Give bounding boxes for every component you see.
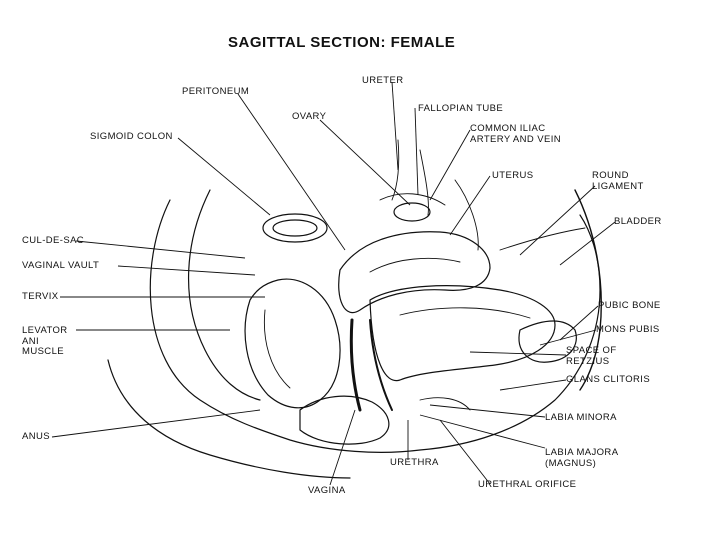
uterus-shape — [338, 231, 491, 314]
label-ovary: OVARY — [292, 111, 327, 122]
label-glans-clitoris: GLANS CLITORIS — [566, 374, 651, 385]
label-vaginal-vault: VAGINAL VAULT — [22, 260, 100, 271]
buttock-contour — [107, 359, 351, 479]
label-labia-majora: LABIA MAJORA (MAGNUS) — [545, 447, 619, 469]
abdominal-wall — [574, 189, 602, 391]
labia-shape — [299, 395, 390, 445]
ovary-shape — [393, 202, 431, 222]
label-common-iliac: COMMON ILIAC ARTERY AND VEIN — [470, 123, 562, 145]
label-space-of-retzius: SPACE OF RETZIUS — [566, 345, 617, 367]
diagram-title: SAGITTAL SECTION: FEMALE — [228, 34, 456, 51]
label-peritoneum: PERITONEUM — [182, 86, 250, 97]
label-fallopian-tube: FALLOPIAN TUBE — [418, 103, 504, 114]
label-pubic-bone: PUBIC BONE — [598, 300, 661, 311]
label-sigmoid-colon: SIGMOID COLON — [90, 131, 173, 142]
label-mons-pubis: MONS PUBIS — [596, 324, 660, 335]
label-round-ligament: ROUND LIGAMENT — [592, 170, 644, 192]
bladder-shape — [369, 285, 556, 382]
label-anus: ANUS — [22, 431, 50, 442]
label-vagina: VAGINA — [308, 485, 346, 496]
pelvic-outline — [149, 199, 601, 453]
label-ureter: URETER — [362, 75, 404, 86]
label-urethra: URETHRA — [390, 457, 439, 468]
leader-lines — [51, 81, 616, 486]
label-cervix: TERVIX — [22, 291, 59, 302]
label-urethral-orifice: URETHRAL ORIFICE — [478, 479, 577, 490]
vaginal-canal — [349, 318, 362, 412]
rectum-shape — [244, 278, 341, 409]
label-cul-de-sac: CUL-DE-SAC — [22, 235, 85, 246]
sacrum-curve — [188, 189, 261, 401]
label-labia-minora: LABIA MINORA — [545, 412, 617, 423]
label-uterus: UTERUS — [492, 170, 534, 181]
pubic-bone-shape — [518, 320, 577, 363]
label-bladder: BLADDER — [614, 216, 662, 227]
sigmoid-colon-shape — [262, 213, 328, 243]
label-levator-ani: LEVATOR ANI MUSCLE — [22, 325, 68, 357]
